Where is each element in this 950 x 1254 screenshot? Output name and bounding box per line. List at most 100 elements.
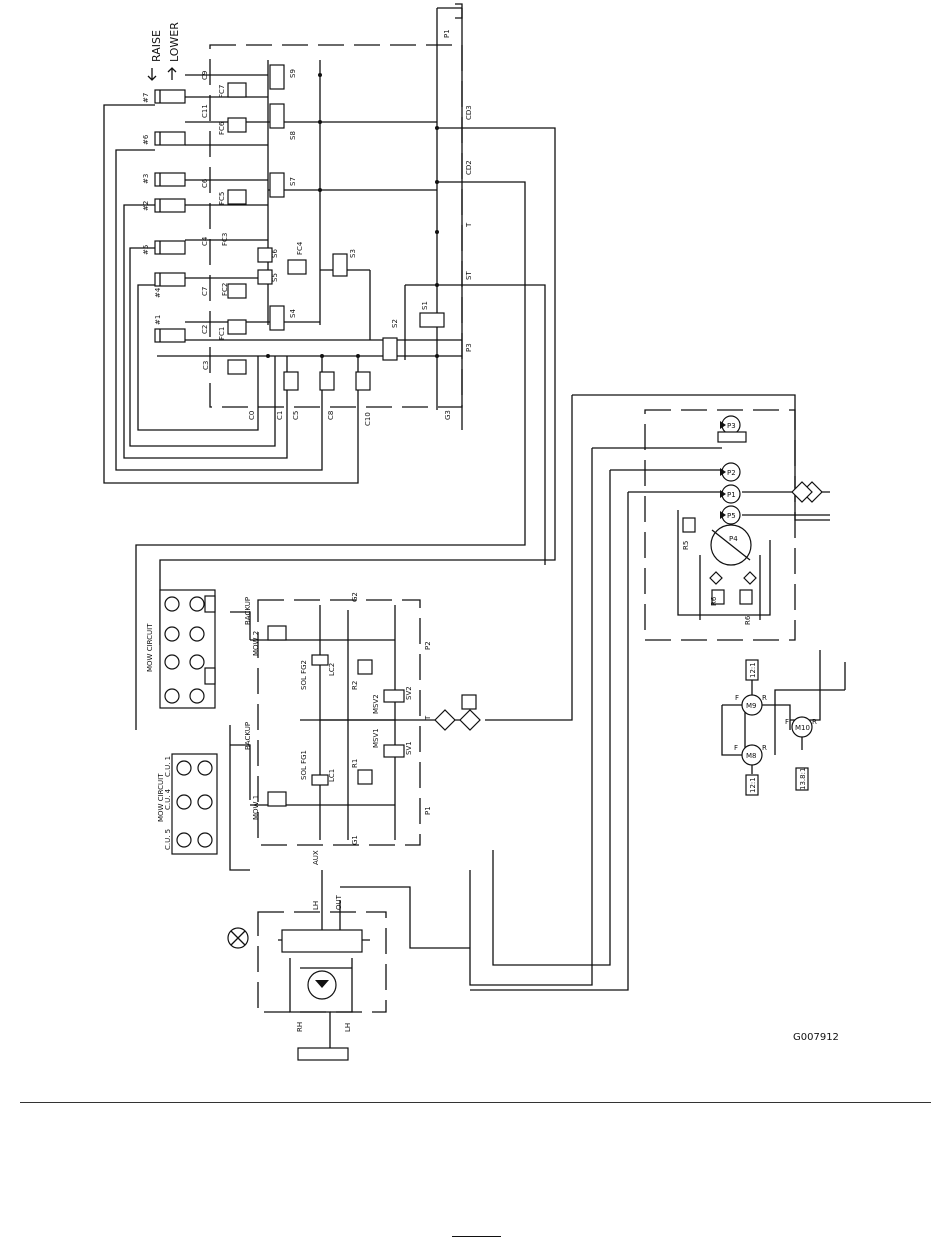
relief-valve-r6a: [711, 589, 725, 605]
raise-lower-indicator: RAISE LOWER: [147, 22, 181, 81]
pump-p4: [710, 524, 752, 566]
port-cd2: CD2: [465, 160, 473, 175]
valve-msv2-label: MSV2: [372, 694, 380, 714]
s7-label: S7: [289, 177, 297, 186]
fc3-label: FC3: [221, 233, 229, 246]
wheel-motors: M9 M10 M8 12:1 12:1 13.8:1 F R F R F R: [721, 650, 846, 796]
motor-m10-label: M10: [795, 724, 810, 732]
cylinder-7: [154, 89, 186, 104]
pump-p5-label: P5: [727, 512, 736, 520]
valve-sv2-label: SV2: [405, 686, 413, 700]
page-number-mark: [452, 1236, 501, 1237]
pump-p2: [720, 462, 741, 482]
port-f-m10: F: [785, 718, 789, 726]
logic-cartridge-lc1: [311, 774, 329, 786]
ratio-m9: 12:1: [749, 662, 757, 678]
motor-m9-label: M9: [746, 702, 757, 710]
mow-port-g1: G1: [351, 835, 359, 845]
valve-msv1-label: MSV1: [372, 728, 380, 748]
port-c6: C6: [201, 178, 209, 188]
s1-label: S1: [421, 301, 429, 310]
mow-port-backup-1: BACKUP: [244, 597, 252, 625]
pump-p2-label: P2: [727, 469, 736, 477]
valve-lc2-label: LC2: [328, 663, 336, 676]
cylinder-2: [154, 198, 186, 213]
lower-label: LOWER: [168, 22, 181, 62]
cyl-label-6: #6: [142, 134, 150, 145]
port-st: ST: [465, 271, 473, 280]
cu-4-label: C.U. 4: [164, 788, 172, 810]
port-c8: C8: [327, 411, 335, 420]
solenoid-sv2: [383, 689, 405, 703]
motor-m8-label: M8: [746, 752, 757, 760]
solenoid-valves: [257, 64, 445, 361]
lift-manifold-labels: #7 #6 #3 #2 #5 #4 #1 C9 C11 C6 C4 C7 C2 …: [142, 29, 473, 426]
mow-circuit-title-lower: MOW CIRCUIT: [157, 773, 165, 822]
mow-port-lh: LH: [312, 901, 320, 910]
cyl-label-2: #2: [142, 201, 150, 211]
check-diamonds: [709, 571, 757, 585]
mow-circuit-upper: MOW CIRCUIT: [146, 589, 216, 709]
port-cd3: CD3: [465, 105, 473, 120]
fc7-label: FC7: [218, 85, 226, 98]
port-f-m9: F: [735, 694, 739, 702]
valve-r1-label: R1: [351, 759, 359, 768]
mow-port-backup-2: BACKUP: [244, 722, 252, 750]
s2-label: S2: [391, 319, 399, 328]
mow-port-aux: AUX: [312, 850, 320, 865]
cylinder-1: [154, 328, 186, 343]
mow-port-p2: P2: [424, 641, 432, 650]
cylinder-3: [154, 172, 186, 187]
s4-label: S4: [289, 309, 297, 318]
s6-label: S6: [271, 249, 279, 258]
lift-manifold: [103, 3, 556, 730]
mow-port-rh: RH: [296, 1022, 304, 1032]
solenoid-sv1: [383, 744, 405, 758]
mow-port-t: T: [424, 715, 432, 721]
filter-mow-1: [434, 709, 456, 731]
valve-sv1-label: SV1: [405, 741, 413, 755]
relief-valve-r5: [682, 517, 696, 533]
mow-valve-1: [267, 791, 287, 807]
fc5-label: FC5: [218, 192, 226, 205]
relief-r6a-label: R6: [710, 596, 718, 606]
cylinder-6: [154, 131, 186, 146]
raise-label: RAISE: [150, 30, 163, 62]
pump-p4-label: P4: [729, 535, 738, 543]
port-c2: C2: [201, 325, 209, 334]
pump-p3-label: P3: [727, 422, 736, 430]
cylinder-4: [154, 272, 186, 287]
valve-solfg2-label: SOL FG2: [300, 660, 308, 690]
gearbox-m9: [745, 659, 759, 681]
s8-label: S8: [289, 131, 297, 140]
mow-valve-2: [267, 625, 287, 641]
relief-valve-r6b: [739, 589, 753, 605]
pump-assembly: P3 P2 P1 P5 P4 R5 R6 R6: [469, 394, 830, 991]
steering-wheel-icon: [227, 927, 249, 949]
cyl-label-4: #4: [154, 287, 162, 298]
ratio-m10: 13.8:1: [799, 768, 807, 790]
filter-right: [791, 481, 823, 503]
port-r-m8: R: [762, 744, 767, 752]
cyl-label-7: #7: [142, 93, 150, 103]
mow-manifold: G2 P2 T P1 G1 MOW 1 MOW 2 BACKUP BACKUP …: [229, 592, 481, 1032]
pump-p3: [720, 415, 741, 435]
port-r-m10: R: [812, 718, 817, 726]
port-c4: C4: [201, 236, 209, 246]
port-c9: C9: [201, 71, 209, 80]
gearbox-m8: [745, 774, 759, 796]
flow-control-valves: [227, 82, 307, 375]
mow-port-out: OUT: [335, 894, 343, 910]
relief-aux: [461, 694, 477, 710]
cu-1-label: C.U. 1: [164, 756, 172, 777]
port-c5: C5: [292, 411, 300, 420]
s9-label: S9: [289, 69, 297, 78]
mow-circuit-title-upper: MOW CIRCUIT: [146, 623, 154, 672]
footer-rule: [20, 1102, 931, 1103]
cylinder-5: [154, 240, 186, 255]
port-c10: C10: [364, 412, 372, 426]
port-c11: C11: [201, 104, 209, 118]
cyl-label-3: #3: [142, 174, 150, 184]
s3-label: S3: [349, 249, 357, 258]
fc1-label: FC1: [218, 327, 226, 340]
